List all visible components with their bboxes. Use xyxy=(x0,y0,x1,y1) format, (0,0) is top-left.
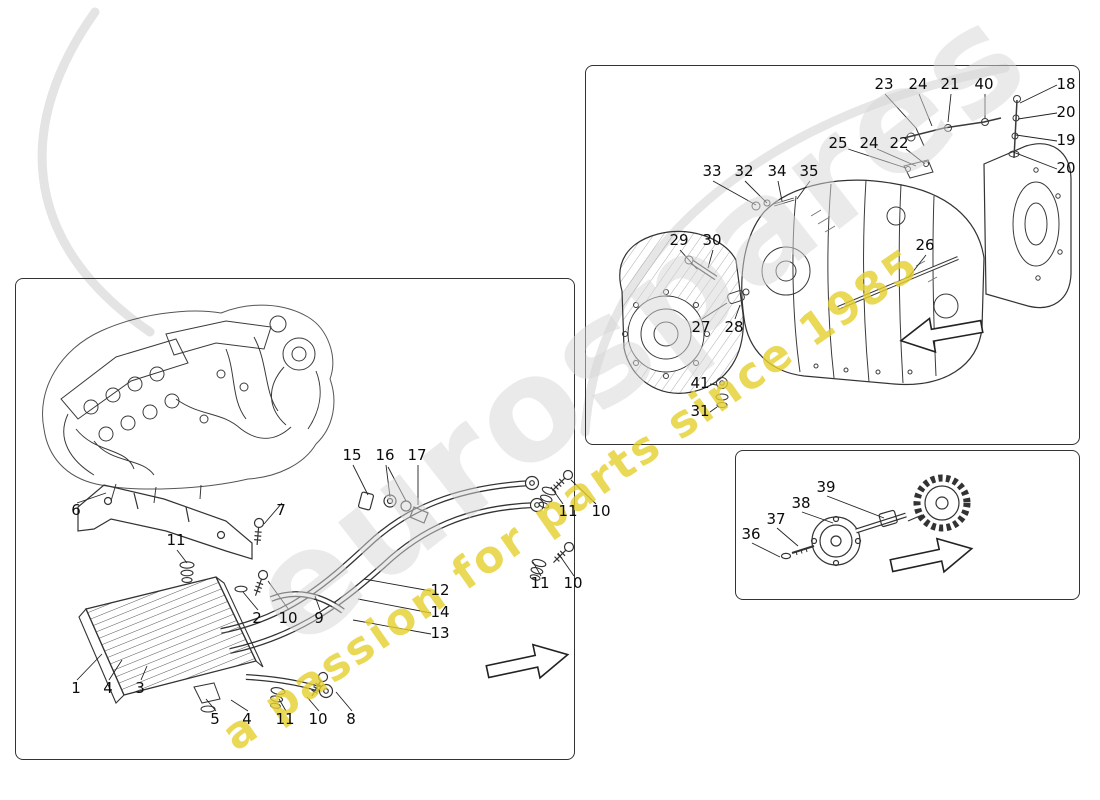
callout-10: 10 xyxy=(591,502,611,520)
gearbox-drawing xyxy=(619,95,1072,408)
panel-engine-oil-cooling xyxy=(15,278,597,760)
direction-arrow xyxy=(889,537,974,574)
direction-arrow xyxy=(485,643,570,680)
leader-lines xyxy=(751,495,885,558)
leader-lines xyxy=(76,464,597,712)
fasteners-drawing xyxy=(179,468,576,710)
oil-pump-drawing-svg xyxy=(751,474,974,574)
panel-gearbox-controls xyxy=(585,65,1080,445)
oil-pump-drawing xyxy=(780,474,971,567)
panel-oil-pump xyxy=(735,450,1080,600)
mounting-bracket-drawing xyxy=(77,484,253,560)
engine-oil-cooling-drawing xyxy=(42,304,597,713)
oil-cooler-drawing xyxy=(78,576,264,713)
oil-pipes-drawing xyxy=(220,475,545,699)
engine-drawing xyxy=(42,304,335,504)
gearbox-drawing-svg xyxy=(619,84,1072,413)
